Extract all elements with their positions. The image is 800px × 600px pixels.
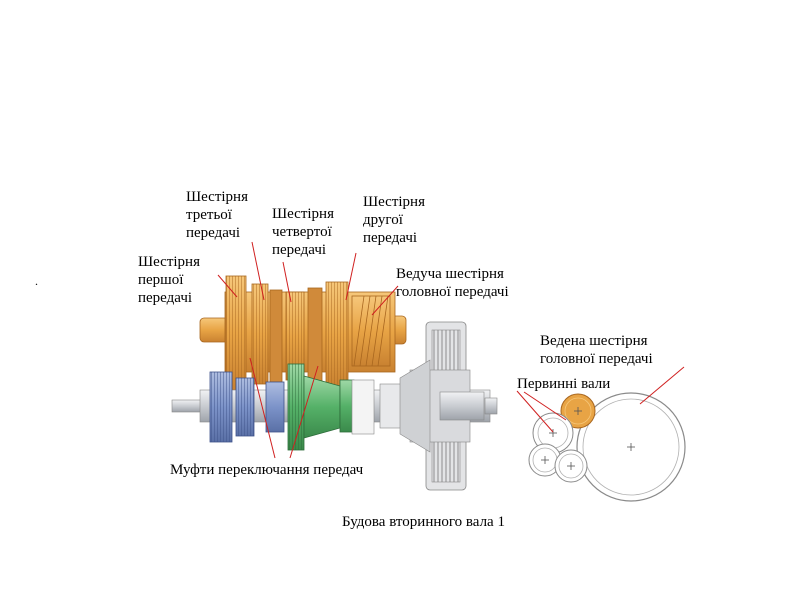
stray-dot: . [35, 274, 38, 288]
clutch-assembly [399, 321, 485, 491]
label-drive-main-gear-line2: головної передачі [396, 284, 509, 300]
label-first-gear: Шестірня першої передачі [138, 253, 200, 307]
label-input-shafts: Первинні вали [517, 376, 611, 392]
secondary-shaft-1 [199, 275, 407, 391]
figure-caption: Будова вторинного вала 1 [342, 514, 505, 530]
label-second-gear: Шестірня другої передачі [363, 193, 425, 247]
label-third-gear-line1: Шестірня [186, 189, 248, 205]
label-fourth-gear: Шестірня четвертої передачі [272, 205, 334, 259]
label-shift-clutches: Муфти переключання передач [170, 462, 364, 478]
label-driven-main-gear-line1: Ведена шестірня [540, 333, 648, 349]
label-third-gear-line3: передачі [186, 225, 241, 241]
label-fourth-gear-line3: передачі [272, 242, 327, 258]
leader-lines [217, 241, 685, 459]
label-third-gear-line2: третьої [186, 207, 232, 223]
label-first-gear-line1: Шестірня [138, 254, 200, 270]
label-driven-main-gear: Ведена шестірня головної передачі [540, 332, 653, 368]
label-second-gear-line1: Шестірня [363, 194, 425, 210]
label-driven-main-gear-line2: головної передачі [540, 351, 653, 367]
gear-schematic [528, 392, 686, 502]
label-fourth-gear-line2: четвертої [272, 224, 332, 240]
label-drive-main-gear: Ведуча шестірня головної передачі [396, 265, 509, 301]
label-fourth-gear-line1: Шестірня [272, 206, 334, 222]
label-second-gear-line3: передачі [363, 230, 418, 246]
label-first-gear-line2: першої [138, 272, 184, 288]
label-third-gear: Шестірня третьої передачі [186, 188, 248, 242]
label-second-gear-line2: другої [363, 212, 403, 228]
label-first-gear-line3: передачі [138, 290, 193, 306]
label-drive-main-gear-line1: Ведуча шестірня [396, 266, 504, 282]
